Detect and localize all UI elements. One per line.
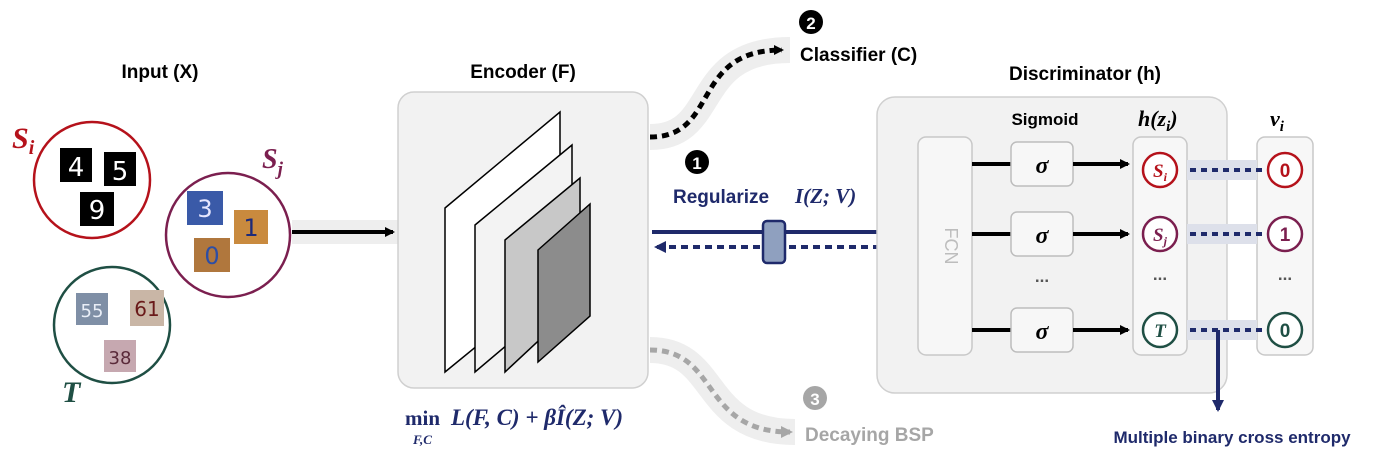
si-digit-2: 5	[112, 157, 129, 187]
input-title: Input (X)	[121, 62, 198, 83]
discriminator-row-3: σ	[972, 307, 1130, 353]
sj-digit-2: 1	[243, 214, 258, 242]
step-1-number: 1	[692, 154, 701, 173]
svg-text:1: 1	[1280, 225, 1291, 246]
objective-expression: L(F, C) + βÎ(Z; V)	[450, 404, 623, 430]
fcn-block	[917, 136, 973, 356]
si-digit-1: 4	[68, 153, 85, 183]
h-output-sj: Sj	[1141, 215, 1179, 253]
t-digit-1: 55	[81, 301, 104, 322]
fcn-label: FCN	[941, 228, 961, 265]
discriminator-row-1: σ	[972, 141, 1130, 187]
regularize-expression: I(Z; V)	[794, 184, 856, 208]
sigmoid-ellipsis: ...	[1035, 267, 1049, 286]
regularize-label: Regularize	[673, 187, 769, 208]
bsp-path-halo	[649, 337, 796, 445]
svg-text:0: 0	[1280, 321, 1291, 342]
bsp-title: Decaying BSP	[805, 425, 934, 446]
t-digit-3: 38	[109, 348, 132, 369]
domain-si-circle: 4 5 9	[32, 120, 152, 240]
bsp-arrow	[649, 347, 793, 438]
step-2-number: 2	[806, 14, 815, 33]
objective-sub: F,C	[412, 432, 432, 447]
svg-text:0: 0	[1280, 161, 1291, 182]
h-output-si: Si	[1141, 151, 1179, 189]
v-ellipsis: ...	[1278, 265, 1292, 284]
si-digit-3: 9	[89, 196, 106, 226]
svg-text:T: T	[1154, 321, 1167, 342]
h-ellipsis: ...	[1153, 265, 1167, 284]
classifier-arrow	[649, 45, 784, 140]
loss-label: Multiple binary cross entropy	[1113, 428, 1351, 447]
step-3-number: 3	[810, 390, 819, 409]
encoder-objective: min F,C L(F, C) + βÎ(Z; V)	[405, 404, 623, 447]
h-label: h(zi)	[1138, 106, 1178, 135]
t-digit-2: 61	[134, 297, 159, 321]
domain-si-label: Si	[12, 122, 35, 159]
domain-t-label: T	[62, 376, 82, 409]
step-1-badge	[685, 150, 709, 174]
classifier-title: Classifier (C)	[800, 45, 917, 66]
step-2-badge	[799, 10, 823, 34]
discriminator-title: Discriminator (h)	[1009, 64, 1161, 85]
svg-text:Sj: Sj	[1153, 225, 1168, 248]
domain-t-circle: 55 61 38	[52, 265, 172, 385]
svg-text:Si: Si	[1153, 161, 1168, 184]
sigmoid-label: Sigmoid	[1011, 110, 1078, 129]
encoder-title: Encoder (F)	[470, 62, 576, 83]
domain-sj-label: Sj	[262, 144, 284, 180]
gradient-reversal-layer	[761, 219, 787, 265]
objective-min: min	[405, 406, 440, 430]
v-label: vi	[1270, 106, 1285, 135]
bce-connectors	[1187, 160, 1262, 340]
classifier-path-halo	[649, 37, 791, 150]
sigma-1: σ	[1036, 153, 1050, 179]
encoder-layers	[444, 110, 591, 374]
h-output-t: T	[1141, 311, 1179, 349]
v-target-1: 0	[1266, 151, 1304, 189]
sigma-3: σ	[1036, 319, 1050, 345]
step-3-badge	[803, 386, 827, 410]
v-target-3: 0	[1266, 311, 1304, 349]
v-target-2: 1	[1266, 215, 1304, 253]
sj-digit-3: 0	[204, 242, 219, 270]
sigma-2: σ	[1036, 223, 1050, 249]
discriminator-row-2: σ	[972, 211, 1130, 257]
domain-sj-circle: 3 1 0	[164, 171, 292, 299]
sj-digit-1: 3	[197, 195, 212, 223]
